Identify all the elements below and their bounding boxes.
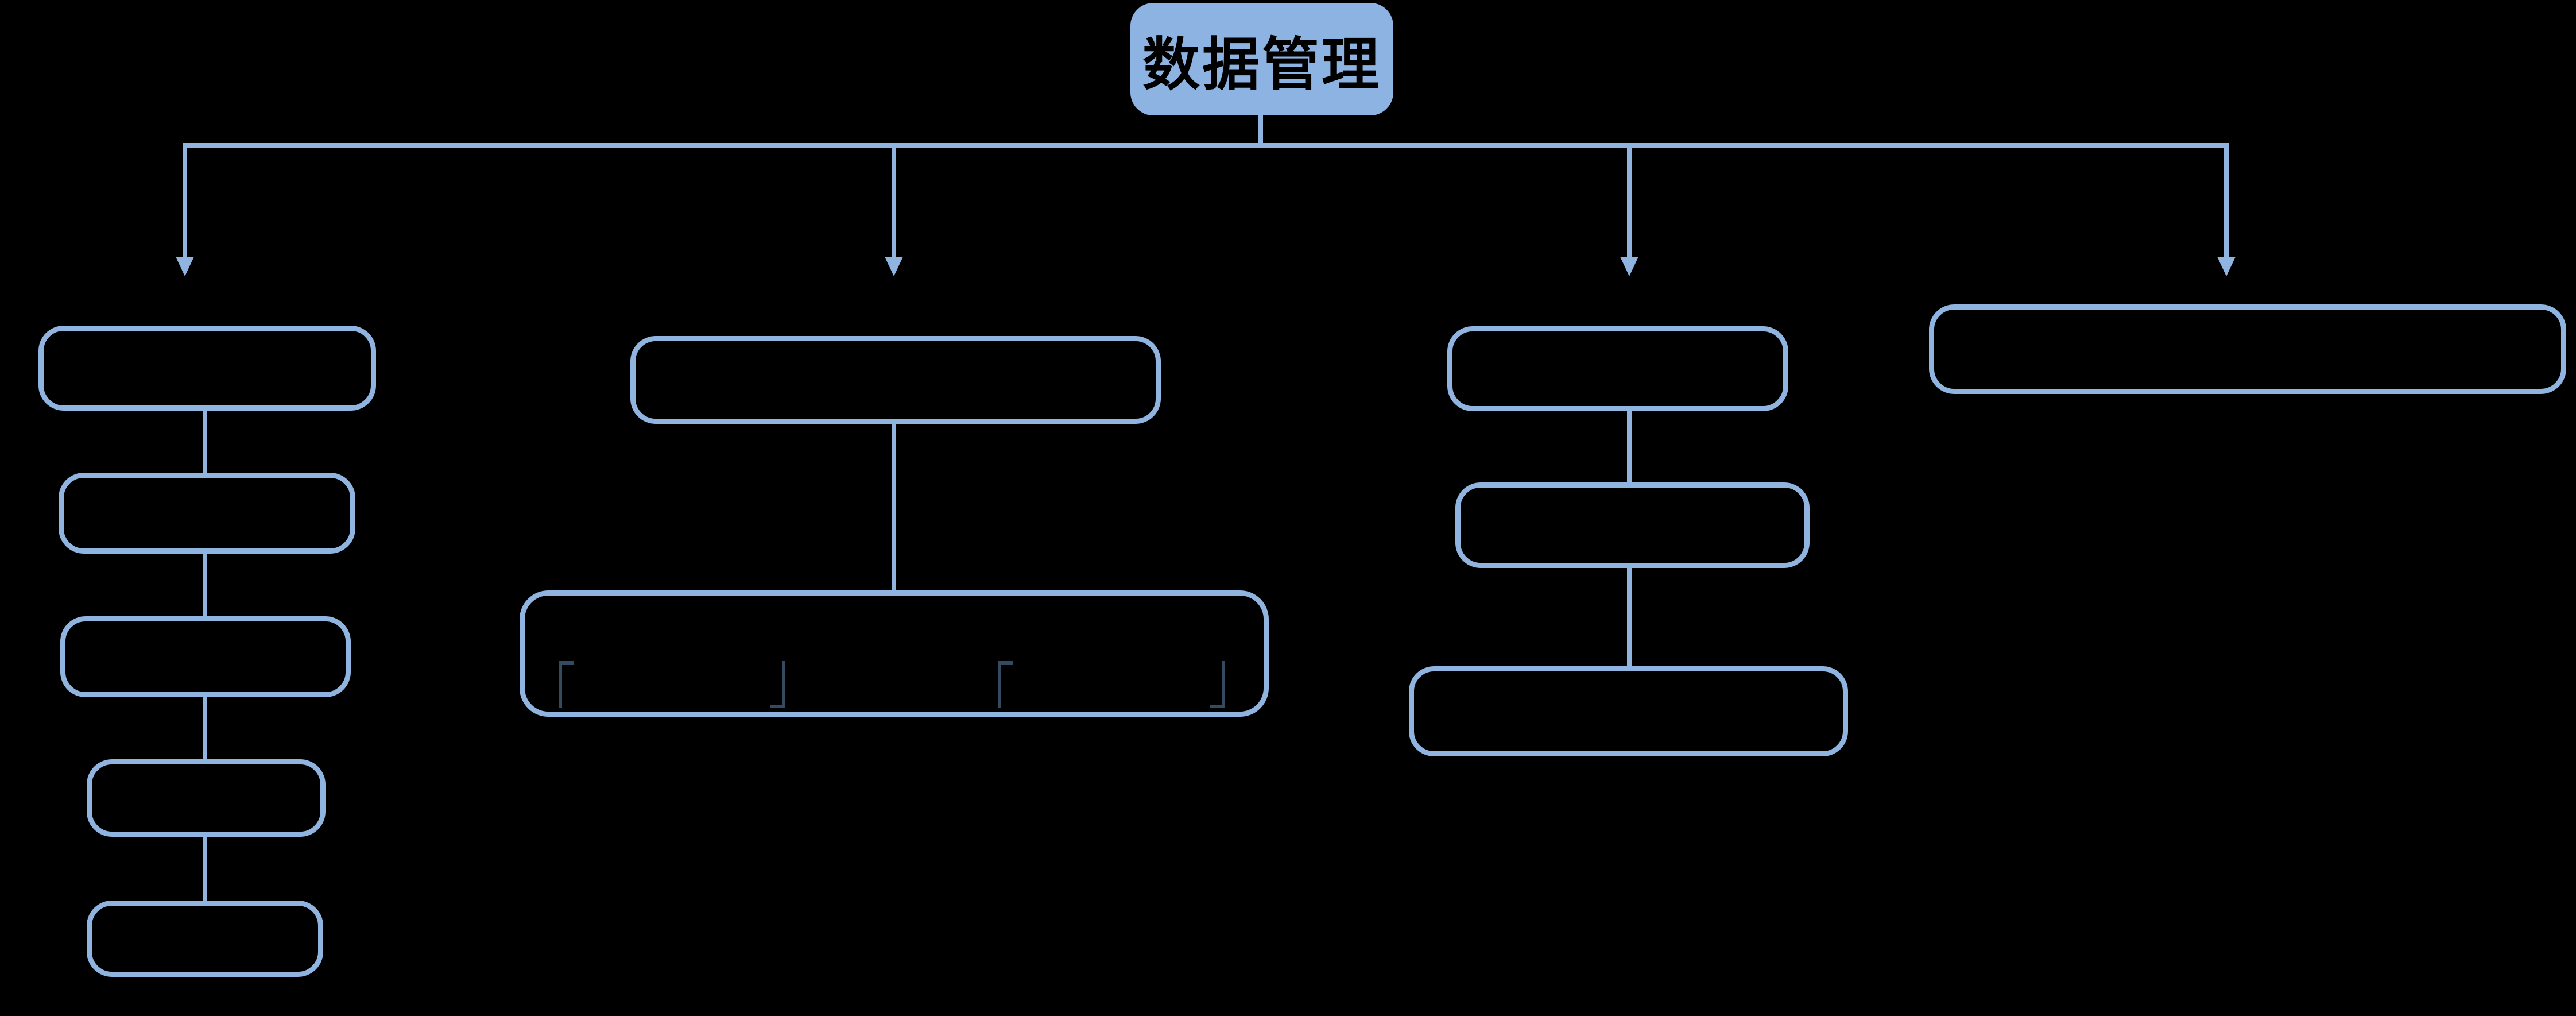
connector-branch-4-line [2224,145,2229,260]
connector-col1-2-3 [203,552,207,619]
node-col3-1 [1447,326,1788,411]
root-node-label: 数据管理 [1142,30,1381,98]
node-col1-5 [87,901,323,977]
connector-col3-1-2 [1627,410,1632,484]
node-col1-4 [87,759,326,837]
node-col3-2 [1455,482,1810,568]
arrow-down-icon [176,257,194,276]
root-node-data-management: 数据管理 [1130,3,1393,115]
connector-root-stem [1258,114,1263,147]
arrow-down-icon [885,257,903,276]
arrow-down-icon [1620,257,1638,276]
connector-col1-1-2 [203,409,207,475]
cjk-open-bracket-icon [559,661,574,708]
node-col2-1 [630,336,1161,424]
connector-branch-3-line [1627,145,1632,260]
cjk-open-bracket-icon [998,661,1013,708]
connector-branch-1-line [183,145,187,260]
connector-col2-1-2 [892,423,896,592]
arrow-down-icon [2217,257,2236,276]
node-col4-1 [1929,304,2566,394]
node-col2-2 [520,590,1269,717]
connector-col1-3-4 [203,696,207,762]
node-col1-1 [38,326,376,411]
node-col3-3 [1409,666,1848,756]
connector-col3-2-3 [1627,567,1632,667]
node-col1-3 [60,616,351,697]
cjk-close-bracket-icon [1210,661,1225,708]
connector-col1-4-5 [203,835,207,903]
connector-distribution-line [183,143,2229,148]
node-col1-2 [59,473,355,554]
connector-branch-2-line [892,145,896,260]
cjk-close-bracket-icon [770,661,785,708]
